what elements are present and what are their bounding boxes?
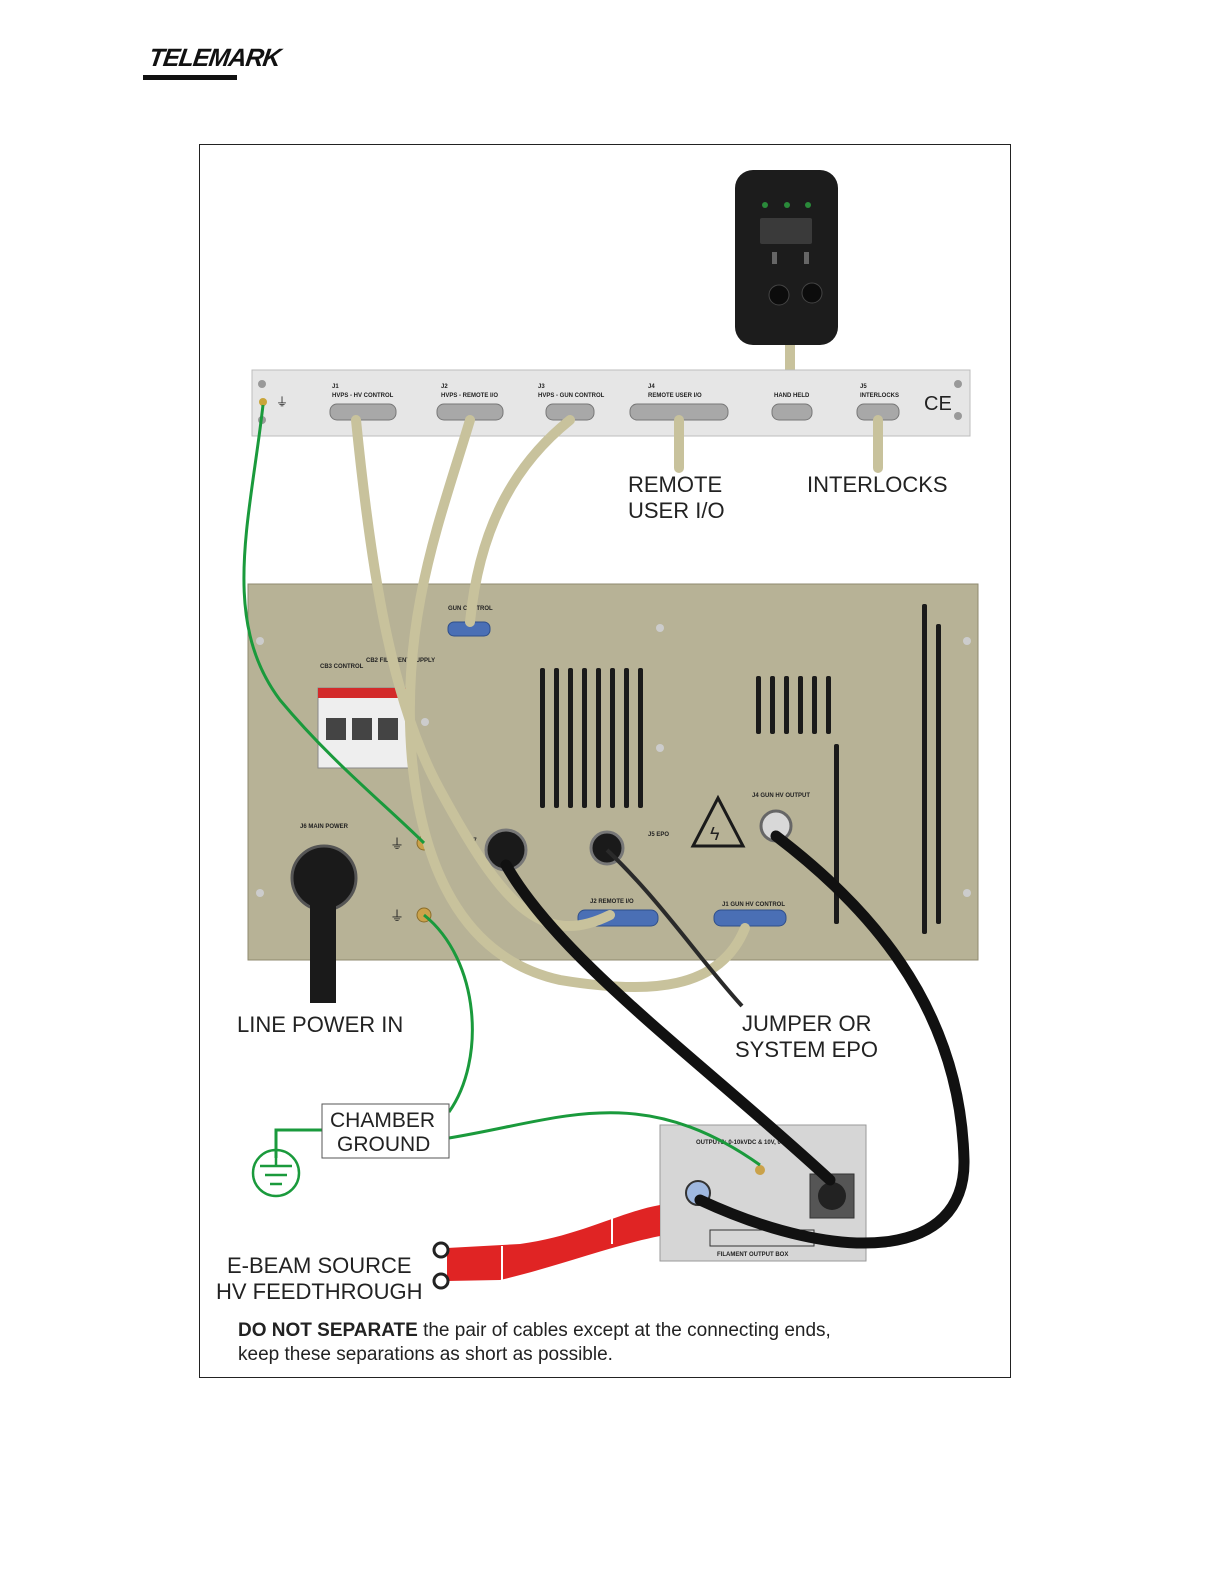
line-power-in-label: LINE POWER IN [237,1012,403,1037]
footer-note-bold: DO NOT SEPARATE [238,1320,418,1341]
logo-underline [143,75,237,80]
footer-note: DO NOT SEPARATE the pair of cables excep… [238,1319,938,1367]
rack-handheld-label: HAND HELD [774,393,810,399]
j4-label: J4 GUN HV OUTPUT [752,793,810,799]
cb3-label: CB3 CONTROL [320,664,364,670]
line-power-cord [310,866,336,1003]
filament-top-text: OUTPUTS: 0-10kVDC & 10V, 0-50A [696,1140,794,1146]
telemark-logo: TELEMARK [143,44,282,84]
rack-j3-label: HVPS - GUN CONTROL [538,393,605,399]
feedthrough-cables [432,1205,660,1290]
cable-j2 [404,415,750,993]
rack-j1-id: J1 [332,384,339,390]
j6-label: J6 MAIN POWER [300,824,349,830]
cb2-label: CB2 FILAMENT SUPPLY [366,658,435,664]
chamber-ground-label-2: GROUND [337,1133,430,1156]
svg-text:ϟ: ϟ [710,824,720,844]
hand-held-controller [735,170,838,345]
ground-wire-box [448,1111,761,1167]
rack-j2-label: HVPS - REMOTE I/O [441,393,498,399]
hv-cable-j7 [500,859,836,1186]
rack-j5-label: INTERLOCKS [860,393,899,399]
svg-text:⏚: ⏚ [276,395,288,409]
chamber-ground-box: CHAMBER GROUND [321,1103,450,1159]
rack-panel: ⏚ CE J1 HVPS - HV CONTROL J2 HVPS - REMO… [251,369,971,437]
footer-note-line-2: keep these separations as short as possi… [238,1344,613,1365]
j2-label: J2 REMOTE I/O [590,899,634,905]
j5-label: J5 EPO [648,832,669,838]
diagram-frame [199,144,1011,1378]
filament-bottom-text: FILAMENT OUTPUT BOX [717,1252,788,1258]
cable-j3 [465,415,575,627]
remote-user-io-label-1: REMOTE [628,472,722,497]
ground-wire-rack [242,404,426,845]
hv-cable-j4 [694,830,970,1249]
ebeam-source-label-1: E-BEAM SOURCE [227,1253,412,1278]
jumper-epo-label-2: SYSTEM EPO [735,1037,878,1062]
chamber-ground-label-1: CHAMBER [330,1109,435,1132]
power-supply-panel: CB3 CONTROL CB2 FILAMENT SUPPLY GUN CONT… [247,583,979,961]
rack-j5-id: J5 [860,384,867,390]
footer-note-line-1: DO NOT SEPARATE the pair of cables excep… [238,1319,938,1343]
ce-mark: CE [924,393,952,415]
j1-label: J1 GUN HV CONTROL [722,902,785,908]
svg-text:⏚: ⏚ [390,836,404,852]
ground-wire-chamber [423,913,474,1113]
rack-j1-label: HVPS - HV CONTROL [332,393,394,399]
jumper-epo-label-1: JUMPER OR [742,1011,872,1036]
rack-j4-id: J4 [648,384,655,390]
svg-text:⏚: ⏚ [390,908,404,924]
rack-j4-label: REMOTE USER I/O [648,393,702,399]
remote-user-io-label-2: USER I/O [628,498,725,523]
footer-note-rest: the pair of cables except at the connect… [417,1320,831,1341]
ebeam-source-label-2: HV FEEDTHROUGH [216,1279,423,1304]
epo-cable [605,848,744,1008]
rack-j2-id: J2 [441,384,448,390]
interlocks-label: INTERLOCKS [807,472,948,497]
earth-ground-icon [251,1148,301,1198]
rack-j3-id: J3 [538,384,545,390]
